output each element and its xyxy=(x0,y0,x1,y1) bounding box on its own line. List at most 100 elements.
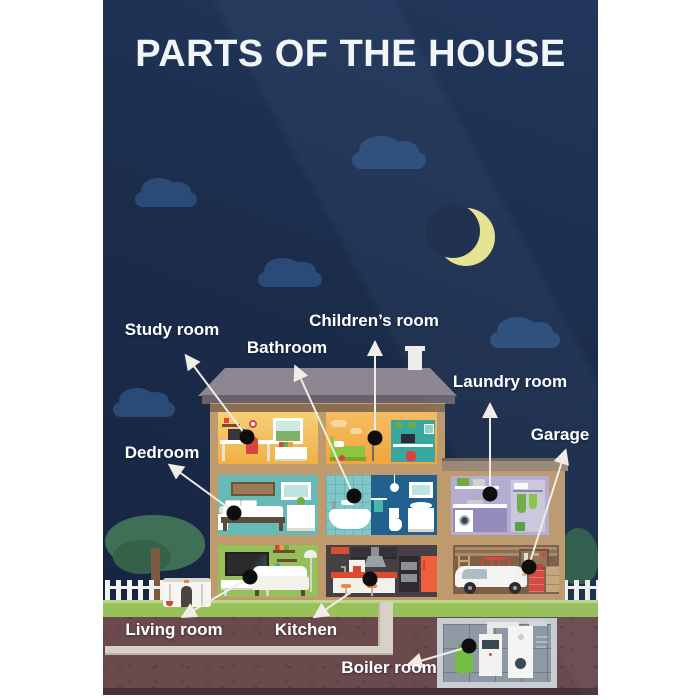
bathroom-faucet xyxy=(332,501,335,509)
doghouse xyxy=(163,578,211,607)
kitchen-fridge xyxy=(421,556,437,592)
laundry-detergent-box xyxy=(515,522,525,531)
water-heater-gauge xyxy=(518,634,524,640)
bedroom-pillow xyxy=(241,500,257,510)
childrens-desk-unit xyxy=(391,420,435,462)
cloud-icon xyxy=(352,135,426,169)
cloud-icon xyxy=(258,257,322,287)
label-kitchen: Kitchen xyxy=(274,620,338,639)
connector-dot-living xyxy=(242,569,258,585)
childrens-bed-base xyxy=(330,457,366,461)
bathroom-vanity xyxy=(408,508,434,532)
laundry-faucet xyxy=(474,495,477,502)
laundry-closet-shelf xyxy=(513,490,543,492)
connector-dot-bathroom xyxy=(346,488,362,504)
boiler-indicator xyxy=(489,653,492,656)
bush xyxy=(559,528,598,584)
boiler-pipe-drop xyxy=(513,622,519,632)
connector-dot-study xyxy=(239,429,255,445)
childrens-pillow xyxy=(334,441,344,447)
laundry-washer xyxy=(455,510,473,532)
garage xyxy=(453,545,559,594)
kitchen-hood-duct xyxy=(371,547,379,557)
dog-bowl xyxy=(166,601,173,606)
boiler-unit xyxy=(479,634,502,676)
kitchen-oven-column xyxy=(399,556,419,592)
laundry-hanging-clothes xyxy=(517,494,526,513)
childrens-bed-headboard xyxy=(330,436,334,460)
kitchen-upper-cabinets xyxy=(351,547,397,559)
cloud-icon xyxy=(113,387,175,417)
crescent-moon-icon xyxy=(426,204,495,266)
boiler-wall-sign xyxy=(536,641,548,643)
living-sofa-leg xyxy=(301,590,305,596)
bedroom-mirror xyxy=(281,482,311,500)
label-bathroom: Bathroom xyxy=(246,338,328,357)
garage-car-body xyxy=(455,566,527,587)
childrens-wall-art xyxy=(424,424,434,434)
bathroom-pendant-lamp xyxy=(390,483,399,492)
bedroom-plant xyxy=(297,497,305,505)
grass xyxy=(103,600,598,617)
living-ball xyxy=(275,563,280,568)
garage-tool xyxy=(541,552,546,557)
bedroom-wall-art xyxy=(231,482,275,496)
childrens-monitor xyxy=(401,434,415,443)
poster-title: PARTS OF THE HOUSE xyxy=(135,33,566,75)
laundry-washer-door xyxy=(459,515,470,526)
laundry-basket xyxy=(473,479,485,486)
chimney xyxy=(408,350,422,370)
arrow-study-room xyxy=(184,353,248,438)
study-shelf-item xyxy=(224,418,229,423)
doghouse-sign xyxy=(184,580,189,583)
living-books xyxy=(275,545,289,550)
childrens-wall-cloud xyxy=(350,428,362,434)
doghouse-door xyxy=(181,586,192,607)
roof-fascia xyxy=(202,395,455,404)
garage-bike-frame xyxy=(487,557,503,560)
bedroom-bed-leg xyxy=(223,523,227,531)
kitchen-fridge-handle xyxy=(423,560,425,570)
childrens-stool xyxy=(406,451,416,461)
label-garage: Garage xyxy=(530,425,590,444)
kitchen-stool-leg xyxy=(345,588,347,596)
garage-car-wheel xyxy=(464,582,476,594)
living-room xyxy=(218,545,318,597)
doghouse-slat xyxy=(201,584,203,607)
sewer-pipe-horizontal xyxy=(105,646,393,655)
kitchen-faucet xyxy=(341,566,346,572)
bathroom-tub xyxy=(329,509,371,529)
label-boiler-room: Boiler room xyxy=(341,658,437,677)
living-lamp-shade xyxy=(304,550,317,558)
boiler-ceiling-vent xyxy=(529,621,547,626)
bathroom-towel xyxy=(374,500,383,512)
boiler-wall-sign xyxy=(536,646,546,648)
arrow-bedroom xyxy=(167,463,235,513)
boiler-pipe-drop xyxy=(487,622,493,638)
laundry-cabinets xyxy=(453,508,507,532)
laundry-sink xyxy=(467,500,483,504)
kitchen-oven-window xyxy=(401,562,417,570)
tree-canopy xyxy=(105,515,205,571)
garage-car-hubcap xyxy=(513,586,517,590)
childrens-plants xyxy=(408,422,416,428)
garage-car-wheel xyxy=(509,582,521,594)
garage-bike-wheel xyxy=(498,557,510,569)
soil-bottom-edge xyxy=(103,688,598,695)
arrow-garage xyxy=(528,448,569,566)
connector-dot-boiler xyxy=(461,638,477,654)
label-laundry-room: Laundry room xyxy=(452,372,568,391)
water-heater xyxy=(508,626,533,678)
garage-door-slats xyxy=(455,547,557,556)
boiler-wall-sign xyxy=(536,636,548,638)
childrens-toy xyxy=(339,455,345,461)
laundry-closet-towels xyxy=(514,483,528,489)
label-arrows xyxy=(167,340,569,669)
kitchen-backsplash xyxy=(349,560,365,576)
study-window xyxy=(273,418,303,444)
childrens-wall-cloud xyxy=(331,420,347,427)
study-desk-leg xyxy=(267,444,270,461)
tree-canopy xyxy=(113,540,171,574)
bathroom-towel-rail xyxy=(371,498,387,500)
